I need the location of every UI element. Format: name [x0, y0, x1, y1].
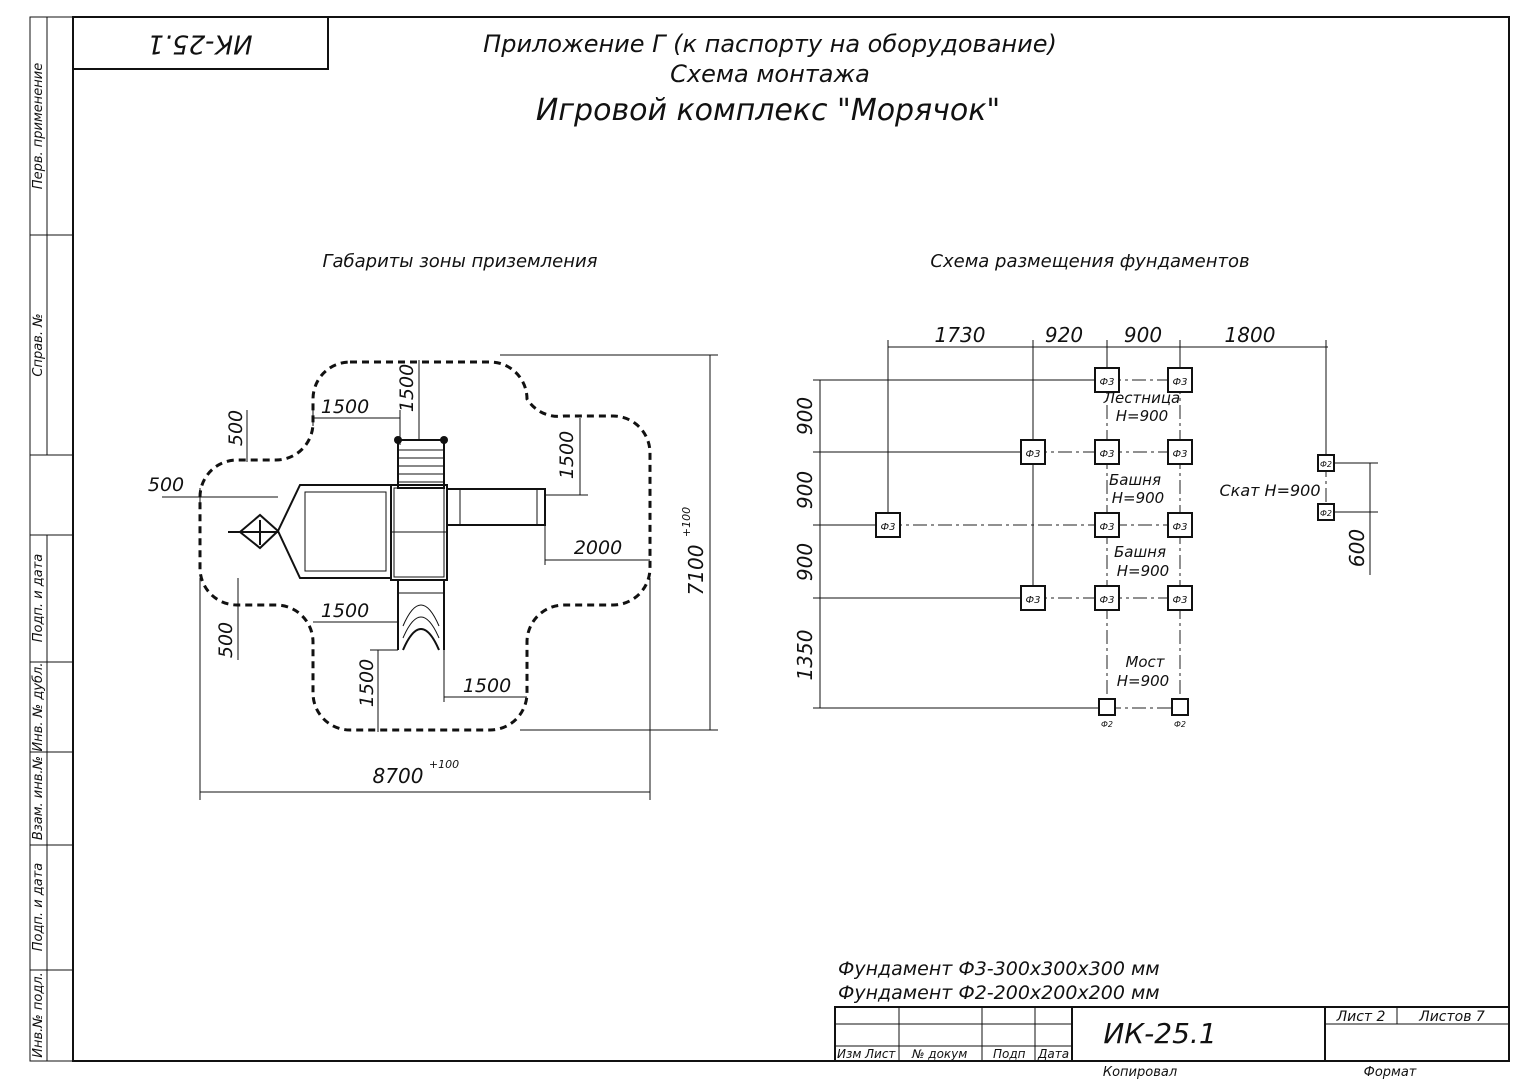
svg-text:Ф2: Ф2 [1320, 460, 1332, 469]
svg-text:Ф2: Ф2 [1320, 509, 1332, 518]
dim-bottom-right-width: 1500 [463, 675, 511, 697]
arch-ladder [397, 580, 445, 650]
foundation-f3-5: Ф3 [1167, 439, 1193, 465]
label-tower1-h: Н=900 [1112, 489, 1164, 507]
col-doc: № докум [911, 1047, 967, 1061]
side-label-6: Подп. и дата [31, 863, 46, 952]
foundation-f2-slide-2: Ф2 [1317, 503, 1335, 521]
note-f2: Фундамент Ф2-200х200х200 мм [838, 982, 1160, 1004]
title-sheet: Лист 2 [1336, 1009, 1386, 1025]
svg-text:Ф3: Ф3 [1026, 595, 1041, 606]
dim-top-4: 1800 [1225, 323, 1276, 347]
side-label-4: Инв. № дубл. [31, 663, 46, 752]
col-izm: Изм [837, 1047, 861, 1061]
dim-left-bottom-v: 500 [215, 622, 237, 658]
note-f3: Фундамент Ф3-300х300х300 мм [838, 958, 1160, 980]
foundation-f3-4: Ф3 [1094, 439, 1120, 465]
side-label-2: Справ. № [31, 313, 46, 376]
landing-zone-plan: Габариты зоны приземления [148, 251, 718, 800]
foundation-f3-7: Ф3 [1094, 512, 1120, 538]
label-tower2-h: Н=900 [1117, 562, 1169, 580]
foundation-f3-8: Ф3 [1167, 512, 1193, 538]
dim-right-arm-width: 2000 [574, 537, 622, 559]
dim-top-1: 1730 [935, 323, 986, 347]
svg-text:Ф2: Ф2 [1101, 720, 1113, 729]
label-bridge-h: Н=900 [1117, 672, 1169, 690]
header-line2: Схема монтажа [670, 60, 870, 88]
foundation-f3-11: Ф3 [1167, 585, 1193, 611]
dim-left-4: 1350 [793, 630, 817, 681]
label-ladder-h: Н=900 [1116, 407, 1168, 425]
title-block: ИК-25.1 Лист 2 Листов 7 Изм Лист № докум… [834, 1006, 1510, 1080]
dim-total-width-tol: +100 [429, 758, 459, 771]
dim-top-3: 900 [1124, 323, 1162, 347]
dim-bottom-arm-height: 1500 [356, 659, 378, 707]
dim-left-offset-v: 500 [225, 410, 247, 446]
dim-bottom-left-width: 1500 [321, 600, 369, 622]
foundation-f3-3: Ф3 [1020, 439, 1046, 465]
dim-right-upper-h: 1500 [556, 431, 578, 479]
svg-text:Ф2: Ф2 [1174, 720, 1186, 729]
header-line3: Игровой комплекс "Морячок" [536, 93, 1000, 128]
title-code: ИК-25.1 [1103, 1017, 1216, 1050]
title-copied: Копировал [1103, 1065, 1177, 1080]
foundation-f2-slide-1: Ф2 [1317, 454, 1335, 472]
label-tower1: Башня [1109, 471, 1161, 489]
dim-right-600: 600 [1345, 529, 1369, 567]
title-format: Формат [1364, 1065, 1417, 1080]
svg-text:Ф3: Ф3 [881, 522, 896, 533]
side-label-3: Подп. и дата [31, 554, 46, 643]
svg-text:Ф3: Ф3 [1173, 595, 1188, 606]
boat-hull [276, 484, 392, 579]
header-line1: Приложение Г (к паспорту на оборудование… [483, 30, 1057, 58]
foundation-f3-10: Ф3 [1094, 585, 1120, 611]
dim-top-left-width: 1500 [321, 396, 369, 418]
corner-code: ИК-25.1 [147, 29, 252, 59]
svg-text:Ф3: Ф3 [1100, 377, 1115, 388]
foundation-title: Схема размещения фундаментов [930, 251, 1249, 272]
slide [446, 488, 546, 526]
svg-text:Ф3: Ф3 [1026, 449, 1041, 460]
playground-equipment [228, 436, 546, 651]
foundation-f3-6: Ф3 [875, 512, 901, 538]
top-ladder [397, 439, 445, 489]
svg-text:Ф3: Ф3 [1100, 449, 1115, 460]
foundation-f2-bridge-2: Ф2 [1171, 698, 1189, 729]
label-bridge: Мост [1125, 653, 1165, 671]
foundation-f3-2: Ф3 [1167, 367, 1193, 393]
label-ladder: Лестница [1103, 389, 1180, 407]
col-list: Лист [864, 1047, 896, 1061]
col-podp: Подп [993, 1047, 1026, 1061]
dim-left-3: 900 [793, 543, 817, 581]
label-tower2: Башня [1114, 543, 1166, 561]
side-label-5: Взам. инв.№ [31, 756, 46, 840]
drawing-frame [72, 16, 1510, 1062]
foundation-f3-1: Ф3 [1094, 367, 1120, 393]
dim-total-height: 7100 [684, 545, 708, 596]
title-sheets: Листов 7 [1418, 1009, 1485, 1025]
corner-code-box [72, 16, 329, 70]
label-slide: Скат Н=900 [1219, 481, 1320, 500]
svg-text:Ф3: Ф3 [1173, 449, 1188, 460]
svg-text:Ф3: Ф3 [1100, 595, 1115, 606]
dim-left-2: 900 [793, 471, 817, 509]
foundation-f2-bridge-1: Ф2 [1098, 698, 1116, 729]
zone-title: Габариты зоны приземления [322, 251, 597, 272]
foundation-f3-9: Ф3 [1020, 585, 1046, 611]
dim-left-offset-h: 500 [148, 474, 184, 496]
col-date: Дата [1037, 1047, 1069, 1061]
dim-top-2: 920 [1045, 323, 1083, 347]
svg-text:Ф3: Ф3 [1173, 377, 1188, 388]
side-label-1: Перв. применение [31, 63, 46, 189]
dim-top-arm-height: 1500 [396, 364, 418, 412]
landing-zone-outline [198, 360, 652, 732]
side-label-7: Инв.№ подл. [31, 972, 46, 1058]
foundation-plan: Схема размещения фундаментов 1730 920 90… [793, 251, 1378, 729]
dim-total-width: 8700 [373, 764, 424, 788]
dim-left-1: 900 [793, 397, 817, 435]
dim-total-height-tol: +100 [680, 507, 693, 537]
svg-text:Ф3: Ф3 [1100, 522, 1115, 533]
svg-text:Ф3: Ф3 [1173, 522, 1188, 533]
